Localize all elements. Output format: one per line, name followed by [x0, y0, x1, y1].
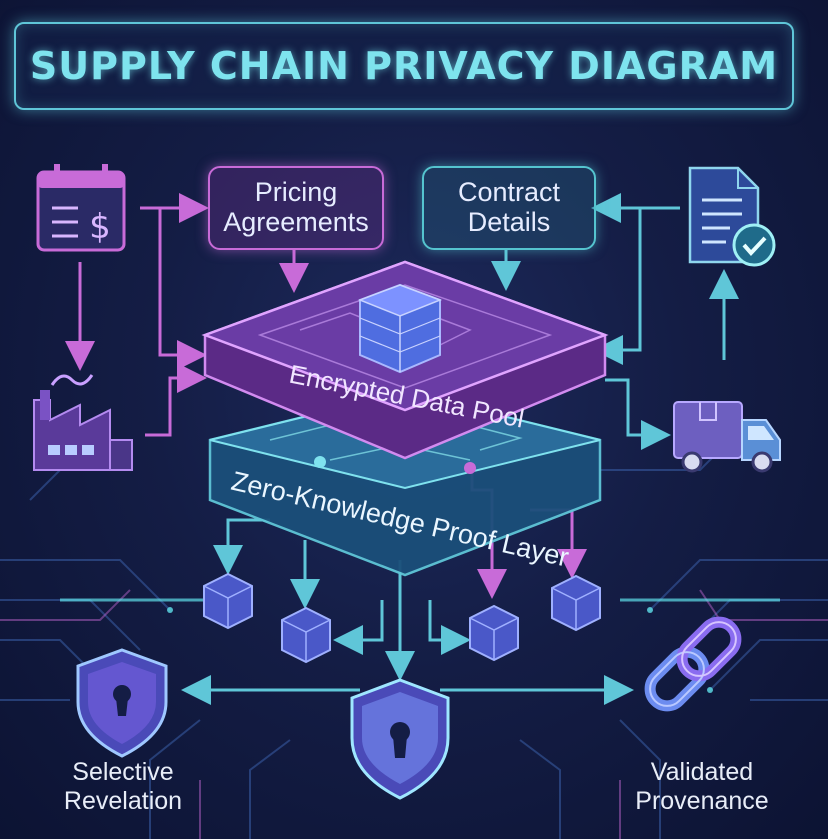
cube-icon — [551, 574, 601, 632]
document-check-icon — [688, 166, 776, 267]
pricing-line2: Agreements — [223, 207, 369, 237]
chain-link-icon — [644, 616, 742, 712]
page-title: SUPPLY CHAIN PRIVACY DIAGRAM — [29, 44, 779, 88]
cube-icon — [281, 606, 331, 664]
arrow-document-to-pool — [593, 208, 642, 365]
shield-lock-icon — [350, 678, 450, 800]
svg-text:$: $ — [89, 207, 111, 247]
arrow-to-cube-c-side — [428, 600, 471, 655]
contract-line1: Contract — [457, 177, 561, 208]
calendar-invoice-icon: $ — [36, 164, 126, 252]
arrow-calendar-to-pool — [158, 208, 207, 370]
encrypted-pool-layer — [201, 260, 609, 460]
cube-icon — [203, 572, 253, 630]
arrow-factory-to-pool — [145, 363, 207, 437]
cube-icon — [469, 604, 519, 662]
contract-details-box: Contract Details — [422, 166, 596, 250]
node-dot — [464, 462, 476, 474]
server-stack-icon — [357, 283, 443, 374]
title-banner: SUPPLY CHAIN PRIVACY DIAGRAM — [14, 22, 794, 110]
contract-line2: Details — [467, 207, 551, 237]
shield-lock-icon — [76, 648, 168, 758]
selective-revelation-label: Selective Revelation — [48, 758, 198, 816]
pricing-agreements-box: Pricing Agreements — [208, 166, 384, 250]
provenance-line1: Validated — [650, 758, 754, 786]
node-dot — [314, 456, 326, 468]
provenance-line2: Provenance — [635, 786, 769, 815]
selective-line1: Selective — [72, 758, 174, 786]
validated-provenance-label: Validated Provenance — [612, 758, 792, 816]
factory-icon — [33, 374, 133, 471]
selective-line2: Revelation — [63, 786, 183, 815]
pricing-line1: Pricing — [254, 177, 338, 208]
delivery-truck-icon — [673, 401, 781, 473]
arrow-to-cube-b-side — [333, 600, 384, 655]
arrow-pool-to-truck — [605, 378, 671, 450]
arrow-zkp-to-cube-a — [213, 518, 270, 575]
